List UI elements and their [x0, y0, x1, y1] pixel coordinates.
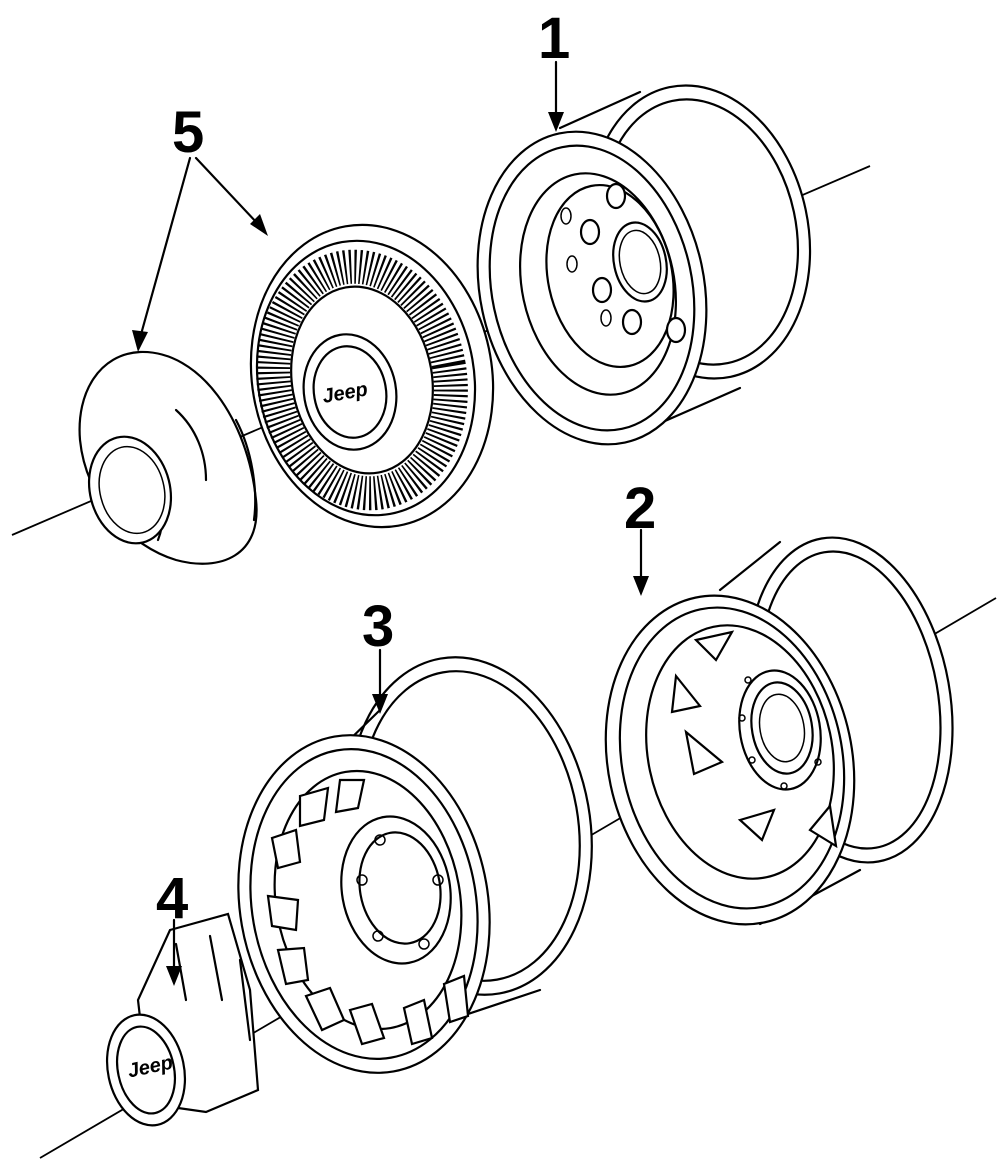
steel-wheel-icon: [476, 84, 812, 446]
callout-arrows: [132, 60, 649, 986]
aluminum-wheel-icon: [237, 656, 593, 1074]
center-cap-icon: Jeep: [105, 912, 260, 1127]
callout-1: 1: [538, 6, 570, 71]
callout-labels: 1 2 3 4 5: [156, 6, 656, 931]
wheel-cover-icon: Jeep: [249, 223, 495, 529]
callout-5: 5: [172, 100, 204, 165]
callout-4: 4: [156, 866, 188, 931]
callout-3: 3: [362, 594, 394, 659]
center-cover-icon: [78, 350, 258, 565]
styled-wheel-icon: [604, 536, 954, 926]
callout-2: 2: [624, 476, 656, 541]
